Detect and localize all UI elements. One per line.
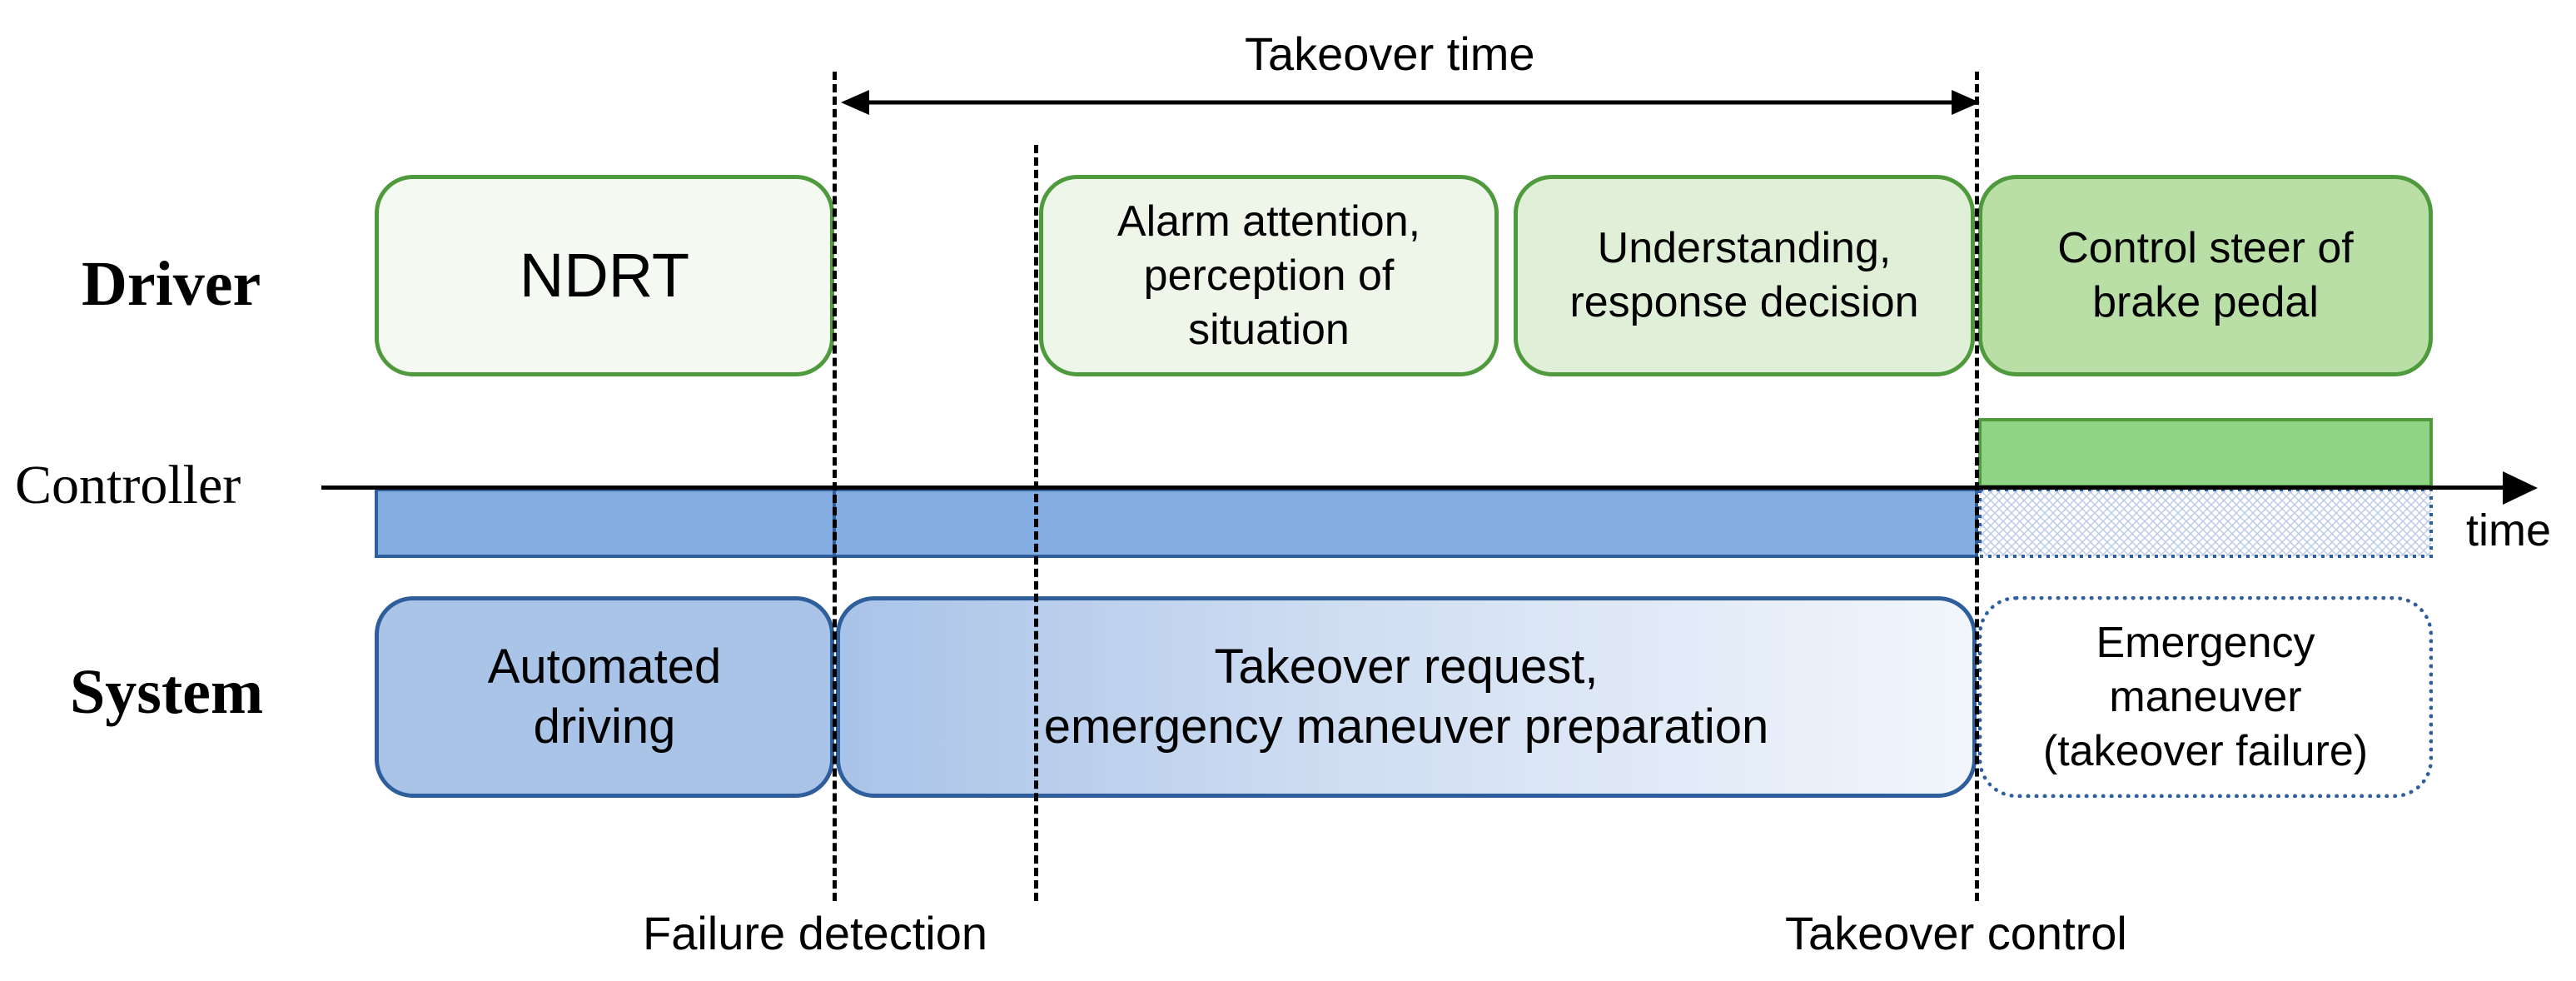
time-axis-arrowhead xyxy=(2503,471,2538,505)
takeover-request-box: Takeover request, emergency maneuver pre… xyxy=(836,596,1977,798)
driver-row-label: Driver xyxy=(82,249,261,319)
alarm-onset-line xyxy=(1034,145,1038,901)
ndrt-box: NDRT xyxy=(375,175,834,376)
time-axis-label: time xyxy=(2466,505,2552,555)
takeover-control-line xyxy=(1975,72,1979,901)
controller-row-label: Controller xyxy=(15,455,241,515)
alarm-attention-box: Alarm attention, perception of situation xyxy=(1039,175,1499,376)
fallback-control-bar xyxy=(1978,488,2433,558)
automated-driving-box: Automated driving xyxy=(375,596,834,798)
system-control-bar xyxy=(375,488,1978,558)
failure-detection-label: Failure detection xyxy=(643,907,988,959)
failure-detection-line xyxy=(833,72,837,901)
driver-control-bar xyxy=(1978,418,2433,488)
understanding-box: Understanding, response decision xyxy=(1514,175,1975,376)
takeover-control-label: Takeover control xyxy=(1785,907,2127,959)
takeover-time-arrow xyxy=(841,90,1980,115)
emergency-maneuver-box: Emergency maneuver (takeover failure) xyxy=(1978,596,2433,798)
time-axis-line xyxy=(321,486,2511,490)
control-steer-box: Control steer of brake pedal xyxy=(1978,175,2433,376)
takeover-time-label: Takeover time xyxy=(1245,27,1535,80)
system-row-label: System xyxy=(70,657,264,727)
